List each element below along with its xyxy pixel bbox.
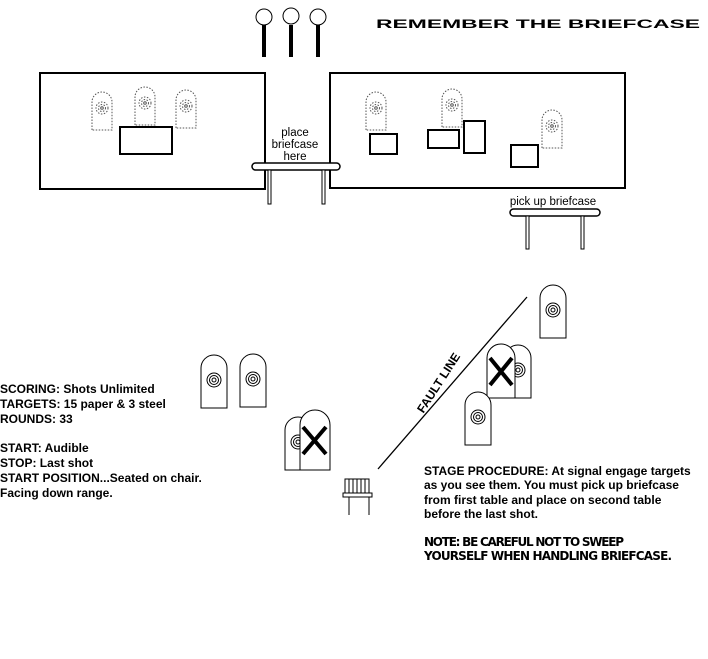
pickup-label: pick up briefcase [510,196,596,208]
facing-text: Facing down range. [0,486,113,500]
fault-line [377,296,528,470]
pickup-briefcase-table: pick up briefcase [509,196,601,250]
chair [342,478,373,515]
rounds-text: ROUNDS: 33 [0,412,73,426]
note-line: NOTE: BE CAREFUL NOT TO SWEEP [424,535,624,549]
stage-title: REMEMBER THE BRIEFCASE [376,17,700,31]
no-shoot-pair-left [284,409,331,471]
start-text: START: Audible [0,441,89,455]
place-briefcase-table: place briefcase here [251,127,341,205]
scoring-text: SCORING: Shots Unlimited [0,382,155,396]
stage-procedure: STAGE PROCEDURE: At signal engage target… [423,464,691,563]
procedure-line: STAGE PROCEDURE: At signal engage target… [424,464,691,478]
left-room-targets [91,86,197,155]
procedure-line: from first table and place on second tab… [424,493,662,507]
place-label: place [281,127,309,139]
place-label: briefcase [272,139,319,151]
procedure-line: before the last shot. [424,507,538,521]
steel-poppers [255,7,327,57]
stop-text: STOP: Last shot [0,456,93,470]
paper-targets-left [200,353,267,409]
note-line: YOURSELF WHEN HANDLING BRIEFCASE. [423,549,672,563]
paper-targets-right [464,284,567,446]
start-position-text: START POSITION...Seated on chair. [0,471,202,485]
targets-text: TARGETS: 15 paper & 3 steel [0,397,166,411]
stage-info: SCORING: Shots Unlimited TARGETS: 15 pap… [0,382,202,500]
fault-line-label: FAULT LINE [414,350,463,415]
right-room-targets [365,88,563,168]
procedure-line: as you see them. You must pick up briefc… [424,478,679,492]
place-label: here [283,151,306,163]
